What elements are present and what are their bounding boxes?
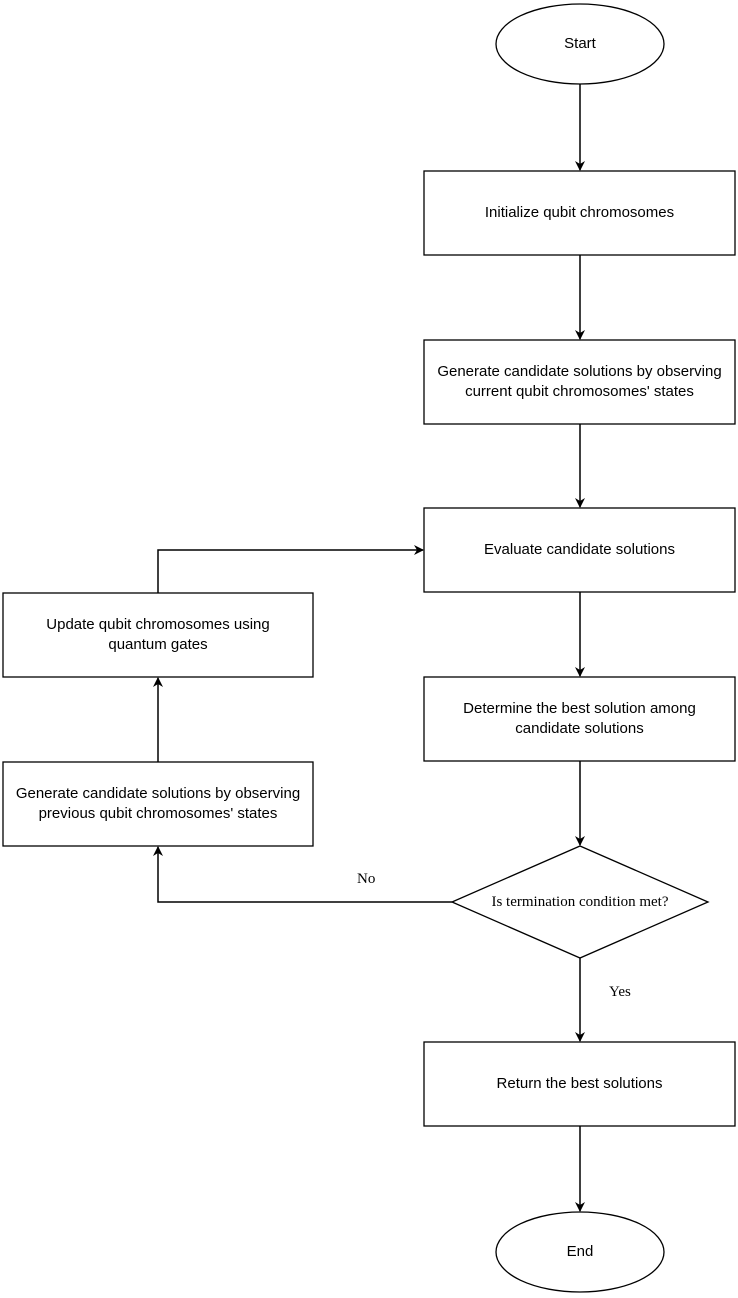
step-determine-best: Determine the best solution among candid… (424, 677, 735, 761)
return-best-box-shape (423, 1041, 736, 1127)
evaluate-box-shape (423, 507, 736, 593)
step-evaluate: Evaluate candidate solutions (424, 508, 735, 592)
step-init: Initialize qubit chromosomes (424, 171, 735, 255)
decision-node: Is termination condition met? (452, 890, 708, 914)
step-return-best: Return the best solutions (424, 1042, 735, 1126)
step-update: Update qubit chromosomes using quantum g… (3, 593, 313, 677)
step-generate-previous: Generate candidate solutions by observin… (3, 762, 313, 846)
end-label: End (566, 1243, 594, 1260)
start-label: Start (564, 35, 596, 52)
edge-label-no: No (357, 871, 376, 887)
edge-label-yes: Yes (609, 984, 631, 1000)
init-box-shape (423, 170, 736, 256)
step-generate-current-label: Generate candidate solutions by observin… (437, 363, 722, 400)
decision-label: Is termination condition met? (491, 893, 669, 910)
step-init-label: Initialize qubit chromosomes (484, 204, 675, 221)
arrow-decision-no-to-generate-previous (153, 846, 452, 903)
step-update-label: Update qubit chromosomes using quantum g… (46, 616, 270, 653)
step-generate-current: Generate candidate solutions by observin… (424, 340, 735, 424)
step-evaluate-label: Evaluate candidate solutions (484, 541, 675, 558)
end-terminal-shape (495, 1211, 665, 1293)
arrow-update-to-evaluate (157, 545, 424, 593)
step-return-best-label: Return the best solutions (496, 1075, 663, 1092)
end-terminal: End (496, 1212, 664, 1292)
step-determine-best-label: Determine the best solution among candid… (463, 700, 696, 737)
start-terminal: Start (496, 4, 664, 84)
generate-current-box-shape (423, 339, 736, 425)
update-box-shape (2, 592, 314, 678)
determine-best-box-shape (423, 676, 736, 762)
step-generate-previous-label: Generate candidate solutions by observin… (15, 785, 301, 822)
